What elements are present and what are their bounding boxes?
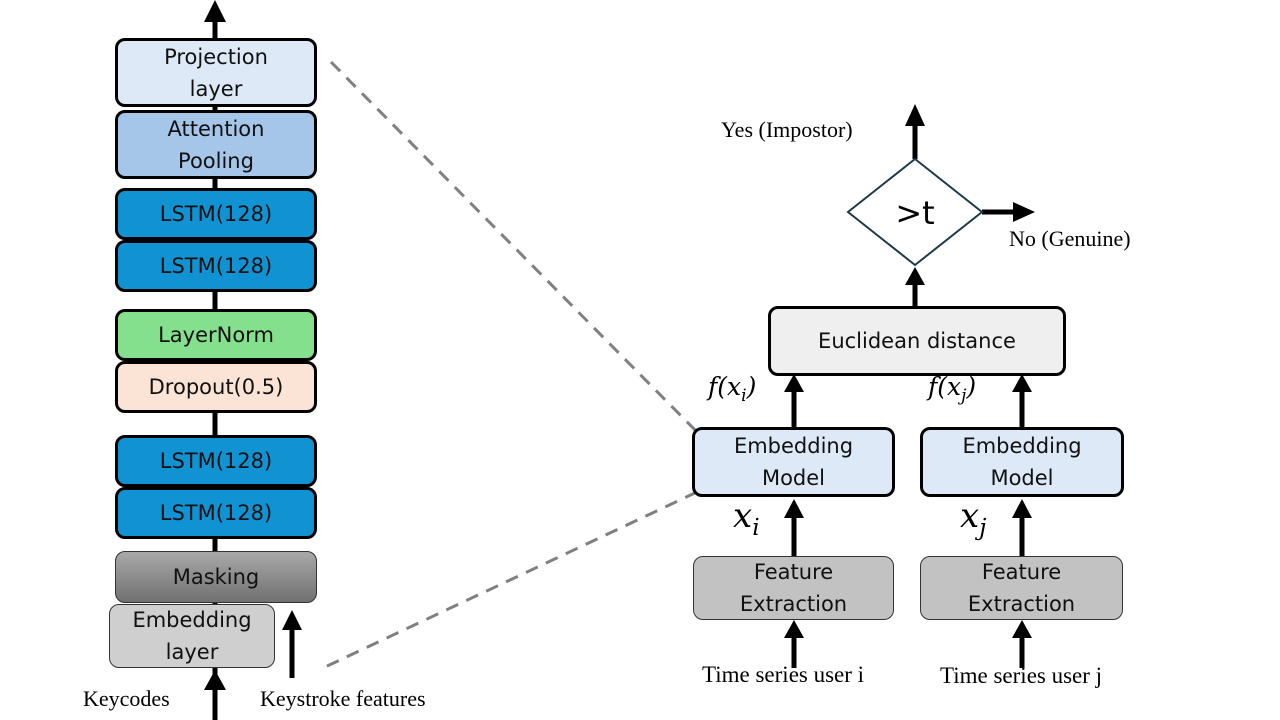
projection-layer-box: Projection layer — [115, 38, 317, 107]
f-x-i-label: f(xi) — [708, 372, 757, 406]
masking-box: Masking — [115, 551, 317, 603]
embedding-model-label-i: Embedding Model — [733, 434, 854, 490]
lstm-label-1: LSTM(128) — [159, 501, 273, 525]
zoom-connector-top — [329, 60, 699, 434]
threshold-label: >t — [895, 194, 934, 232]
zoom-connector-bottom — [322, 490, 698, 670]
time-series-user-i-label: Time series user i — [702, 662, 865, 687]
feature-extraction-label-j: Feature Extraction — [967, 560, 1076, 616]
embedding-layer-label: Embedding layer — [132, 608, 252, 664]
lstm-box-4: LSTM(128) — [115, 188, 317, 240]
yes-impostor-label: Yes (Impostor) — [721, 117, 853, 142]
embedding-model-label-j: Embedding Model — [962, 434, 1082, 490]
x-i-label: xi — [733, 496, 760, 542]
x-j-label: xj — [960, 496, 987, 542]
lstm-label-3: LSTM(128) — [159, 254, 273, 278]
time-series-user-j-label: Time series user j — [940, 663, 1103, 688]
pipeline-arrows — [791, 126, 1025, 668]
lstm-box-3: LSTM(128) — [115, 240, 317, 292]
feature-extraction-box-i: Feature Extraction — [693, 556, 894, 620]
f-x-j-label: f(xj) — [928, 372, 977, 406]
stack-output-arrowhead — [204, 0, 226, 22]
keystroke-features-arrowhead — [282, 610, 302, 630]
lstm-box-2: LSTM(128) — [115, 435, 317, 487]
embedding-model-box-i: Embedding Model — [692, 427, 895, 497]
dropout-box: Dropout(0.5) — [115, 361, 317, 413]
keycodes-label: Keycodes — [83, 686, 170, 711]
keycodes-arrowhead — [204, 670, 226, 690]
embedding-layer-box: Embedding layer — [109, 604, 275, 668]
dropout-label: Dropout(0.5) — [148, 375, 284, 399]
euclidean-distance-label: Euclidean distance — [818, 329, 1016, 353]
layernorm-label: LayerNorm — [158, 323, 274, 347]
attention-pooling-label: Attention Pooling — [167, 116, 265, 173]
euclidean-distance-box: Euclidean distance — [768, 306, 1066, 376]
embedding-model-box-j: Embedding Model — [920, 427, 1124, 497]
layernorm-box: LayerNorm — [115, 309, 317, 361]
keystroke-features-label: Keystroke features — [260, 686, 426, 711]
pipeline-arrowheads — [784, 104, 1035, 638]
lstm-label-2: LSTM(128) — [159, 449, 273, 473]
lstm-label-4: LSTM(128) — [159, 202, 273, 226]
attention-pooling-box: Attention Pooling — [115, 110, 317, 179]
lstm-box-1: LSTM(128) — [115, 487, 317, 539]
feature-extraction-box-j: Feature Extraction — [920, 556, 1123, 620]
no-genuine-label: No (Genuine) — [1009, 226, 1131, 251]
projection-layer-label: Projection layer — [164, 44, 268, 101]
threshold-diamond — [846, 157, 984, 267]
feature-extraction-label-i: Feature Extraction — [739, 560, 848, 616]
masking-label: Masking — [172, 565, 260, 589]
